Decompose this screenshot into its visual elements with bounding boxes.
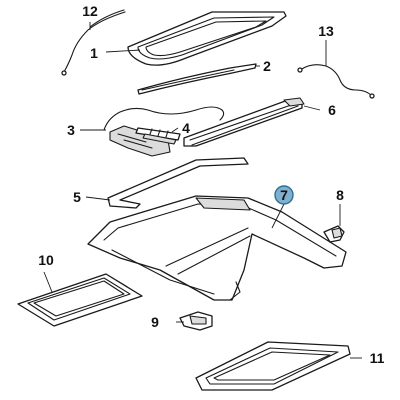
callout-4: 4 [182,120,190,136]
part-12-drain-hose [61,9,126,76]
part-5-seal [107,157,249,209]
callout-2: 2 [263,58,271,74]
callout-10: 10 [38,252,54,268]
part-13-cable [297,64,375,99]
callout-7: 7 [280,187,288,203]
callout-11: 11 [370,350,385,366]
callout-5: 5 [73,189,81,205]
callout-numbers: 1 2 3 4 5 6 7 8 9 10 11 12 13 [38,3,384,366]
callout-6: 6 [328,102,336,118]
part-6-front-rail [183,97,305,147]
part-9-bracket [179,311,213,331]
callout-13: 13 [318,23,334,39]
part-3-motor-cable [103,106,225,157]
part-1-glass-panel [127,11,287,66]
part-2-deflector-strip [137,63,257,95]
callout-3: 3 [67,122,75,138]
callout-9: 9 [151,314,159,330]
callout-1: 1 [90,45,98,61]
callout-8: 8 [336,187,344,203]
part-7-sunroof-frame [87,195,347,301]
leader-lines [43,22,362,359]
callout-7-highlight [274,185,294,205]
callout-12: 12 [82,3,98,19]
part-8-clip [323,225,345,243]
part-11-trim-frame [195,341,351,391]
part-4-guide-rail [135,127,181,145]
part-10-small-frame [17,273,143,327]
